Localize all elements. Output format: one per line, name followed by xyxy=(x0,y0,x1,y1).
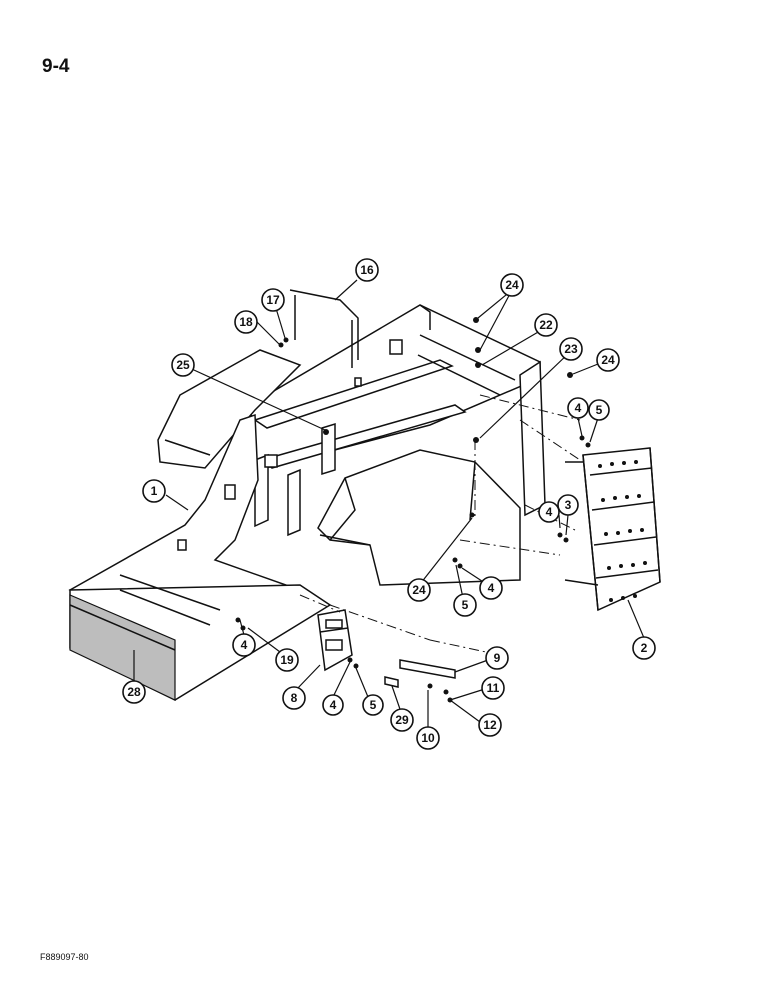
callout-4-step: 4 xyxy=(322,694,344,716)
callout-label: 16 xyxy=(360,263,374,277)
callout-5-ladder: 5 xyxy=(588,399,610,421)
callout-3: 3 xyxy=(557,494,579,516)
callout-label: 28 xyxy=(127,685,141,699)
callout-label: 4 xyxy=(330,698,337,712)
handrail xyxy=(289,289,359,368)
callout-8: 8 xyxy=(282,686,306,710)
callout-29: 29 xyxy=(390,708,414,732)
callout-label: 24 xyxy=(412,583,426,597)
page-number: 9-4 xyxy=(42,56,70,77)
callout-label: 19 xyxy=(280,653,294,667)
callout-label: 4 xyxy=(546,505,553,519)
callout-4-ladder-top: 4 xyxy=(567,397,589,419)
callout-label: 2 xyxy=(641,641,648,655)
callout-28: 28 xyxy=(122,680,146,704)
callout-label: 9 xyxy=(494,651,501,665)
callout-label: 18 xyxy=(239,315,253,329)
callout-25: 25 xyxy=(171,353,195,377)
callout-12: 12 xyxy=(478,713,502,737)
callout-5-fender: 5 xyxy=(453,593,477,617)
callout-label: 4 xyxy=(575,401,582,415)
callout-label: 24 xyxy=(505,278,519,292)
callout-9: 9 xyxy=(485,646,509,670)
callout-label: 4 xyxy=(488,581,495,595)
callout-1: 1 xyxy=(142,479,166,503)
callout-11: 11 xyxy=(481,676,505,700)
bracket-plate xyxy=(384,659,456,688)
callout-4-ladder-mid: 4 xyxy=(538,501,560,523)
callout-label: 5 xyxy=(596,403,603,417)
callout-label: 5 xyxy=(370,698,377,712)
callout-label: 10 xyxy=(421,731,435,745)
callout-10: 10 xyxy=(416,726,440,750)
callout-4-fender: 4 xyxy=(479,576,503,600)
front-step xyxy=(317,609,353,672)
callout-label: 1 xyxy=(151,484,158,498)
callout-label: 25 xyxy=(176,358,190,372)
fastener-dots xyxy=(235,317,591,703)
callout-label: 4 xyxy=(241,638,248,652)
callout-label: 11 xyxy=(487,681,500,695)
callout-17: 17 xyxy=(261,288,285,312)
callout-24-right: 24 xyxy=(596,348,620,372)
figure-code: F889097-80 xyxy=(40,952,89,962)
callout-label: 12 xyxy=(483,718,497,732)
callout-23: 23 xyxy=(559,337,583,361)
callout-18: 18 xyxy=(234,310,258,334)
callout-label: 22 xyxy=(539,318,553,332)
callout-label: 3 xyxy=(565,498,572,512)
callout-19: 19 xyxy=(275,648,299,672)
callout-label: 17 xyxy=(266,293,280,307)
callout-2: 2 xyxy=(632,636,656,660)
callout-4-floor: 4 xyxy=(232,633,256,657)
callout-24-fender: 24 xyxy=(407,578,431,602)
rear-ladder xyxy=(564,447,661,612)
callout-24-top: 24 xyxy=(500,273,524,297)
callout-label: 24 xyxy=(601,353,615,367)
callout-label: 5 xyxy=(462,598,469,612)
leader-lines xyxy=(133,279,645,730)
callout-label: 23 xyxy=(564,342,578,356)
callout-label: 8 xyxy=(291,691,298,705)
callout-16: 16 xyxy=(355,258,379,282)
callout-22: 22 xyxy=(534,313,558,337)
callout-5-step: 5 xyxy=(362,694,384,716)
callout-label: 29 xyxy=(395,713,409,727)
main-frame xyxy=(68,304,546,701)
